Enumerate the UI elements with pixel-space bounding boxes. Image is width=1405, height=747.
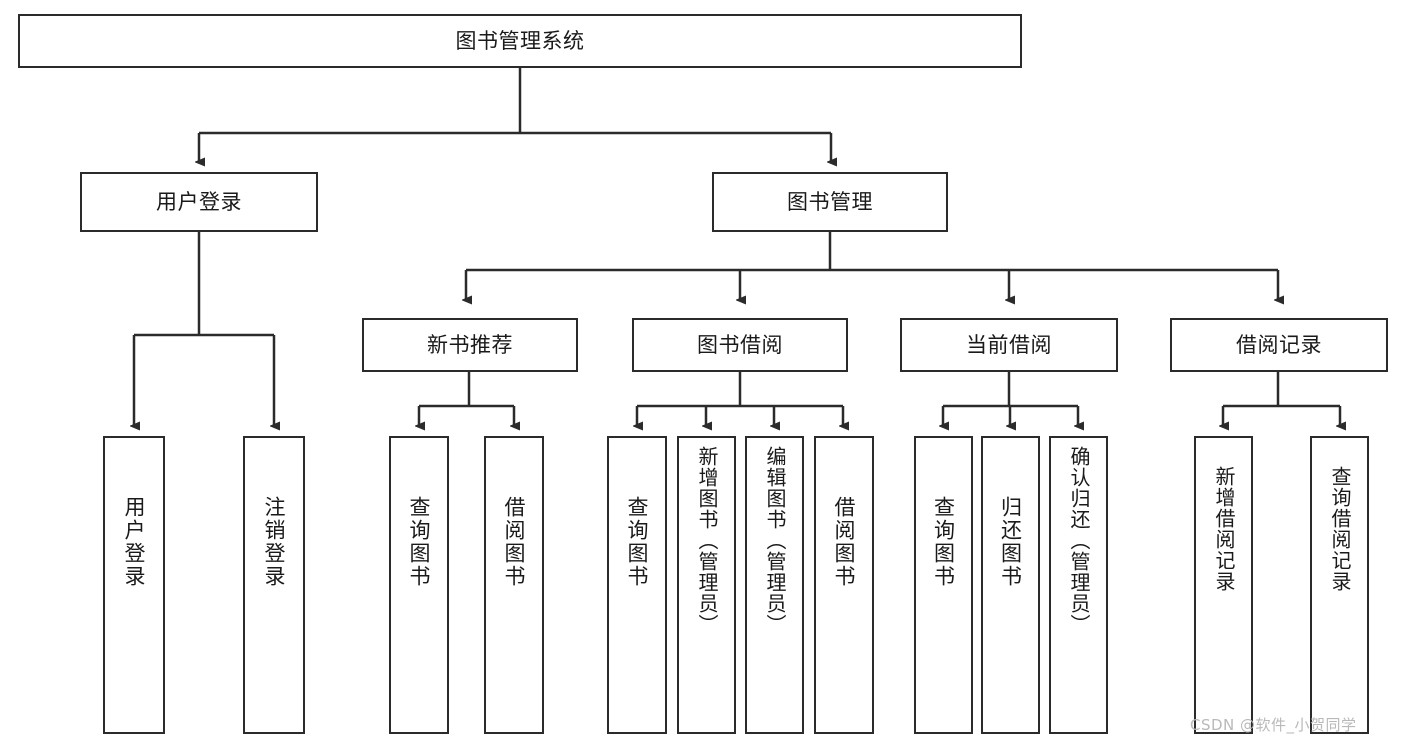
leaf-confirm-return[interactable]: 确认归还（管理员） xyxy=(1049,436,1108,734)
leaf-logout-login[interactable]: 注销登录 xyxy=(243,436,305,734)
node-book-manage-label: 图书管理 xyxy=(787,189,873,214)
node-borrow-record[interactable]: 借阅记录 xyxy=(1170,318,1388,372)
leaf-user-login[interactable]: 用户登录 xyxy=(103,436,165,734)
leaf-query-book-3-label: 查询图书 xyxy=(931,496,956,588)
leaf-borrow-book-1-label: 借阅图书 xyxy=(502,496,527,588)
node-book-manage[interactable]: 图书管理 xyxy=(712,172,948,232)
leaf-query-book-3[interactable]: 查询图书 xyxy=(914,436,973,734)
leaf-query-borrow-record-label: 查询借阅记录 xyxy=(1328,466,1352,592)
leaf-add-borrow-record[interactable]: 新增借阅记录 xyxy=(1194,436,1253,734)
node-user-login-label: 用户登录 xyxy=(156,189,242,214)
leaf-borrow-book-2-label: 借阅图书 xyxy=(832,496,857,588)
leaf-edit-book-label: 编辑图书（管理员） xyxy=(763,446,787,635)
node-root-label: 图书管理系统 xyxy=(455,28,585,53)
node-new-book-recommend-label: 新书推荐 xyxy=(427,332,513,357)
leaf-user-login-label: 用户登录 xyxy=(122,496,147,588)
leaf-borrow-book-2[interactable]: 借阅图书 xyxy=(814,436,874,734)
node-current-borrow[interactable]: 当前借阅 xyxy=(900,318,1118,372)
node-book-borrow[interactable]: 图书借阅 xyxy=(632,318,848,372)
node-current-borrow-label: 当前借阅 xyxy=(966,332,1052,357)
leaf-return-book[interactable]: 归还图书 xyxy=(981,436,1040,734)
watermark: CSDN @软件_小贺同学 xyxy=(1190,716,1357,734)
leaf-borrow-book-1[interactable]: 借阅图书 xyxy=(484,436,544,734)
leaf-add-book[interactable]: 新增图书（管理员） xyxy=(677,436,736,734)
node-root[interactable]: 图书管理系统 xyxy=(18,14,1022,68)
leaf-add-book-label: 新增图书（管理员） xyxy=(695,446,719,635)
node-new-book-recommend[interactable]: 新书推荐 xyxy=(362,318,578,372)
leaf-confirm-return-label: 确认归还（管理员） xyxy=(1067,446,1091,635)
leaf-return-book-label: 归还图书 xyxy=(998,496,1023,588)
leaf-add-borrow-record-label: 新增借阅记录 xyxy=(1212,466,1236,592)
leaf-edit-book[interactable]: 编辑图书（管理员） xyxy=(745,436,804,734)
leaf-query-book-2-label: 查询图书 xyxy=(625,496,650,588)
leaf-query-book-1-label: 查询图书 xyxy=(407,496,432,588)
leaf-query-book-1[interactable]: 查询图书 xyxy=(389,436,449,734)
node-user-login[interactable]: 用户登录 xyxy=(80,172,318,232)
leaf-query-borrow-record[interactable]: 查询借阅记录 xyxy=(1310,436,1369,734)
leaf-logout-login-label: 注销登录 xyxy=(262,496,287,588)
node-borrow-record-label: 借阅记录 xyxy=(1236,332,1322,357)
leaf-query-book-2[interactable]: 查询图书 xyxy=(607,436,667,734)
node-book-borrow-label: 图书借阅 xyxy=(697,332,783,357)
